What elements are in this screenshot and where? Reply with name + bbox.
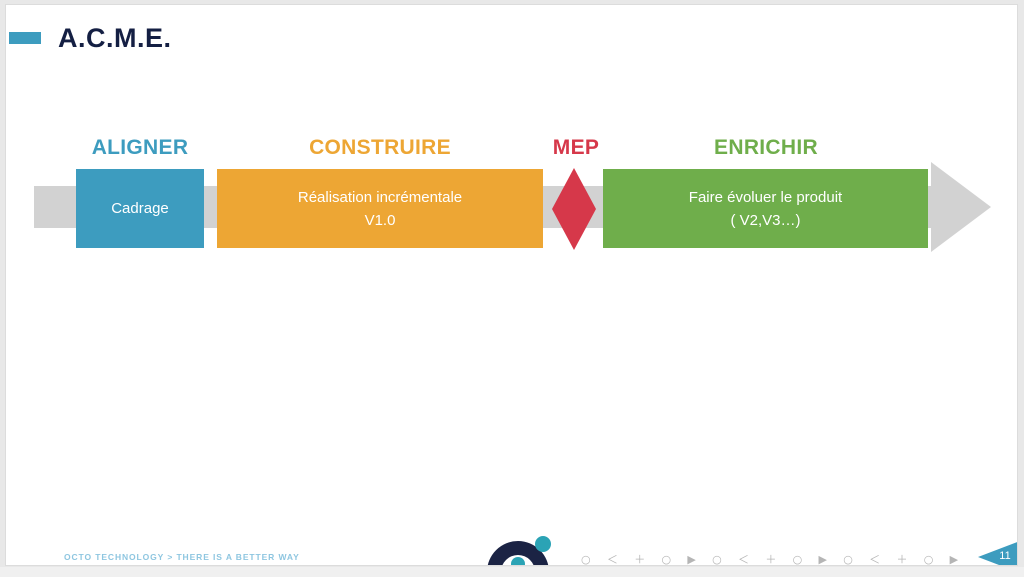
phase-box-construire-line1: Réalisation incrémentale [297, 188, 463, 206]
page-title: A.C.M.E. [58, 23, 172, 53]
timeline-diagram: ALIGNER Cadrage CONSTRUIRE Réalisation i… [6, 5, 1017, 565]
phase-box-construire-line2: V1.0 [364, 211, 396, 229]
phase-label-construire: CONSTRUIRE [309, 136, 451, 159]
page-badge-triangle-icon [978, 541, 1017, 565]
phase-box-aligner[interactable]: Cadrage [76, 169, 204, 248]
footer-tagline: OCTO TECHNOLOGY > THERE IS A BETTER WAY [64, 552, 300, 562]
page-number: 11 [999, 550, 1011, 562]
phase-label-aligner: ALIGNER [91, 136, 189, 159]
phase-box-enrichir[interactable]: Faire évoluer le produit ( V2,V3…) [603, 169, 928, 248]
phase-box-enrichir-line2: ( V2,V3…) [730, 211, 801, 229]
phase-box-construire[interactable]: Réalisation incrémentale V1.0 [217, 169, 543, 248]
footer-decorative-pattern: ○ ＜ ＋ ○ ▶ ○ ＜ ＋ ○ ▶ ○ ＜ ＋ ○ ▶ ○ ＜ ＋ ○ [581, 553, 961, 566]
milestone-diamond-icon[interactable] [552, 168, 596, 250]
phase-label-enrichir: ENRICHIR [714, 136, 818, 159]
header-accent-dash [9, 32, 41, 44]
page-number-badge: 11 [978, 541, 1017, 565]
bottom-strip [0, 567, 1024, 577]
octo-logo-icon [479, 536, 557, 565]
phase-box-aligner-line1: Cadrage [111, 200, 169, 217]
phase-label-mep: MEP [552, 136, 600, 159]
slide: A.C.M.E. ALIGNER Cadrage CONSTRUIRE Réal… [5, 4, 1018, 566]
phase-box-enrichir-line1: Faire évoluer le produit [688, 188, 843, 206]
timeline-arrow-icon [931, 162, 991, 252]
